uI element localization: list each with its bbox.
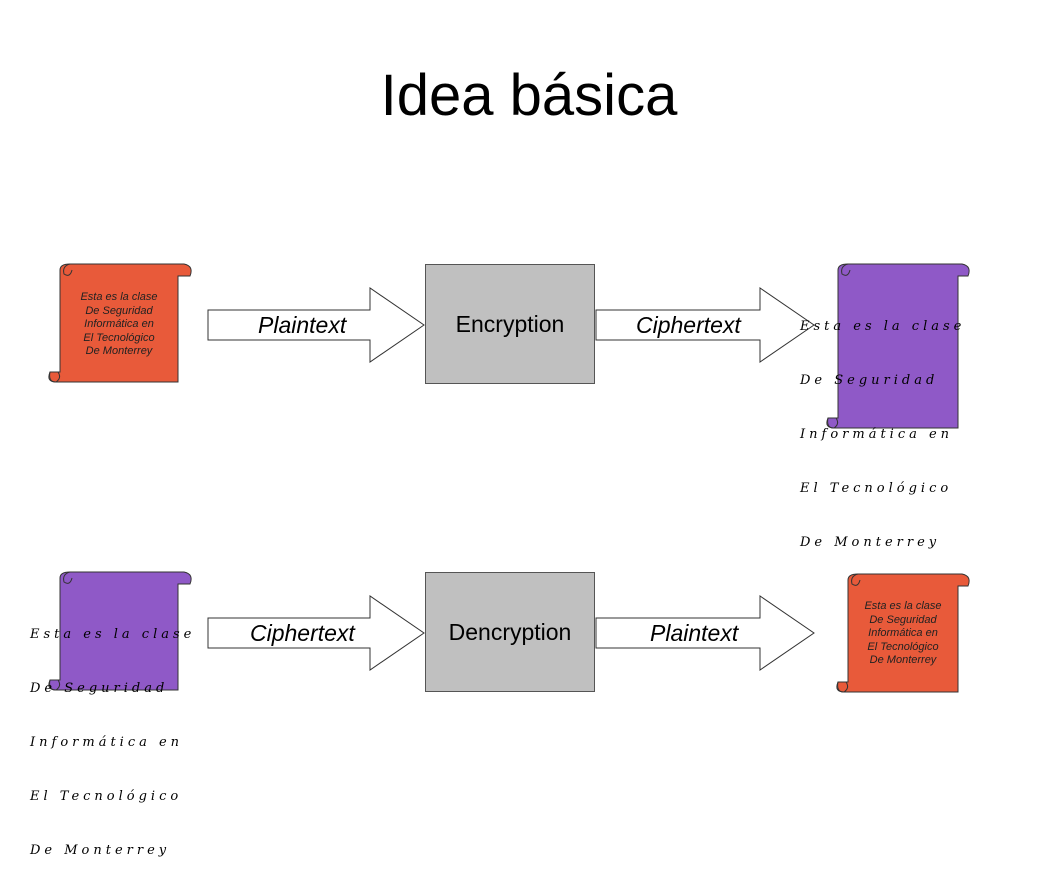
ciphertext-label-top: Ciphertext (636, 312, 741, 338)
cipher-line: El Tecnológico (30, 789, 183, 804)
cipher-line: De Seguridad (30, 681, 169, 696)
arrow-ciphertext-bottom (207, 595, 425, 671)
cipher-scroll-top (826, 263, 970, 429)
scroll-line: De Seguridad (869, 613, 937, 626)
plain-scroll-top (48, 263, 192, 383)
plain-scroll-text-top: Esta es la clase De Seguridad Informátic… (62, 291, 176, 359)
cipher-scroll-bottom (48, 571, 192, 691)
cipher-scroll-text-top: Esta es la clase De Seguridad Informátic… (800, 282, 965, 570)
plaintext-label-top: Plaintext (258, 312, 347, 338)
scroll-line: Informática en (84, 318, 154, 330)
cipher-line: Esta es la clase (30, 627, 196, 642)
scroll-line: Esta es la clase (864, 600, 942, 612)
scroll-line: De Monterrey (85, 345, 153, 357)
cipher-line: Informática en (800, 427, 954, 442)
decryption-label: Dencryption (448, 618, 572, 645)
scroll-line: El Tecnológico (83, 331, 155, 344)
cipher-line: Informática en (30, 735, 184, 750)
cipher-line: El Tecnológico (800, 481, 953, 496)
encryption-box: Encryption (425, 264, 595, 384)
cipher-line: De Seguridad (800, 373, 939, 388)
plain-scroll-text-bottom: Esta es la clase De Seguridad Informátic… (848, 600, 958, 668)
scroll-line: De Monterrey (869, 654, 937, 666)
diagram-shapes (48, 263, 970, 693)
arrow-ciphertext-top (595, 287, 815, 363)
arrow-plaintext-bottom (595, 595, 815, 671)
arrow-plaintext-top (207, 287, 425, 363)
scroll-line: El Tecnológico (867, 640, 939, 653)
cipher-scroll-text-bottom: Esta es la clase De Seguridad Informátic… (30, 590, 195, 878)
slide-title: Idea básica (380, 63, 678, 128)
ciphertext-label-bottom: Ciphertext (250, 620, 355, 646)
scroll-line: Informática en (868, 627, 938, 639)
cipher-line: Esta es la clase (800, 319, 966, 334)
scroll-line: De Seguridad (85, 304, 153, 317)
cipher-line: De Monterrey (30, 843, 171, 858)
decryption-box: Dencryption (425, 572, 595, 692)
plaintext-label-bottom: Plaintext (650, 620, 739, 646)
scroll-line: Esta es la clase (80, 291, 158, 303)
cipher-line: De Monterrey (800, 535, 941, 550)
encryption-label: Encryption (455, 310, 565, 337)
plain-scroll-bottom (836, 573, 970, 693)
